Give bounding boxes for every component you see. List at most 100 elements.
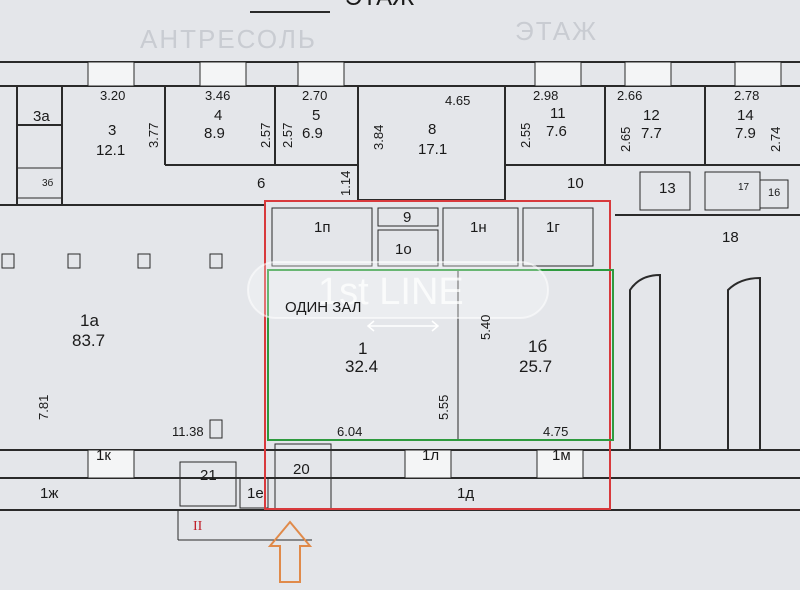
room-17-label: 17 <box>738 182 750 193</box>
room-9-box <box>377 207 439 227</box>
room-8-area: 17.1 <box>418 141 447 158</box>
room-1a-area: 83.7 <box>72 331 105 350</box>
room-13-label: 13 <box>659 180 676 197</box>
room-1d-label: 1д <box>457 485 474 502</box>
dimension-label: 4.65 <box>445 93 470 108</box>
window <box>199 61 247 87</box>
dimension-label: 7.81 <box>36 395 51 420</box>
room-5-area: 6.9 <box>302 125 323 142</box>
room-3-label: 3 <box>108 122 116 139</box>
leased-area-frame <box>264 200 611 510</box>
room-3b-box <box>16 167 63 199</box>
dimension-label: 5.40 <box>478 315 493 340</box>
partition-right-hall <box>629 273 661 450</box>
room-13-box <box>639 171 691 211</box>
room-1b-label: 1б <box>528 337 547 356</box>
single-hall-frame <box>267 269 614 441</box>
room-9-label: 9 <box>403 209 411 226</box>
room-labels: 3а 3 12.1 4 8.9 5 6.9 8 17.1 11 7.6 12 7… <box>33 105 780 502</box>
room-16-box <box>759 179 789 209</box>
partition-right-hall-2 <box>727 276 761 450</box>
window <box>87 449 135 479</box>
dimension-label: 3.20 <box>100 88 125 103</box>
room-17-box <box>704 171 761 211</box>
room-1g-label: 1г <box>546 219 560 236</box>
watermark-badge <box>247 261 549 319</box>
room-21-box <box>179 461 237 507</box>
room-4-area: 8.9 <box>204 125 225 142</box>
room-21-label: 21 <box>200 467 217 484</box>
dimension-labels: 3.20 3.46 2.70 4.65 2.98 2.66 2.78 3.77 … <box>36 88 783 439</box>
window <box>534 61 582 87</box>
dimension-label: 6.04 <box>337 424 362 439</box>
room-3b-label: 3б <box>42 177 54 189</box>
dimension-label: 2.98 <box>533 88 558 103</box>
room-1e-label: 1е <box>247 485 264 502</box>
room-8-label: 8 <box>428 121 436 138</box>
hall-width-arrow-head-right <box>431 320 440 332</box>
dimension-label: 3.77 <box>146 123 161 148</box>
room-1k-label: 1к <box>96 447 111 464</box>
dimension-label: 4.75 <box>543 424 568 439</box>
room-1zh-label: 1ж <box>40 485 58 502</box>
floor-heading: ЭТАЖ <box>345 0 414 11</box>
entrance-arrow-icon <box>267 520 313 583</box>
column <box>209 253 223 269</box>
room-14-area: 7.9 <box>735 125 756 142</box>
window <box>624 61 672 87</box>
room-14-label: 14 <box>737 107 754 124</box>
room-1a-label: 1а <box>80 311 99 330</box>
room-1p-label: 1п <box>314 219 330 236</box>
room-1m-label: 1м <box>552 447 571 464</box>
dimension-label: 2.57 <box>258 123 273 148</box>
dimension-label: 3.46 <box>205 88 230 103</box>
window <box>404 449 452 479</box>
room-1-label: 1 <box>358 339 367 358</box>
dimension-label: 2.78 <box>734 88 759 103</box>
room-1b-area: 25.7 <box>519 357 552 376</box>
dimension-label: 2.57 <box>280 123 295 148</box>
room-12-area: 7.7 <box>641 125 662 142</box>
ghost-text-floor: ЭТАЖ <box>515 16 598 46</box>
room-1l-label: 1л <box>422 447 439 464</box>
dimension-label: 2.55 <box>518 123 533 148</box>
room-12-label: 12 <box>643 107 660 124</box>
room-1g-box <box>522 207 594 267</box>
window <box>734 61 782 87</box>
room-6-label: 6 <box>257 175 265 192</box>
room-16-label: 16 <box>768 187 780 199</box>
room-1n-label: 1н <box>470 219 487 236</box>
hall-caption: ОДИН ЗАЛ <box>285 299 362 316</box>
room-20-label: 20 <box>293 461 310 478</box>
column <box>137 253 151 269</box>
window <box>87 61 135 87</box>
room-3a-label: 3а <box>33 108 50 125</box>
room-3-area: 12.1 <box>96 142 125 159</box>
room-1e-box <box>239 477 269 509</box>
room-1p-box <box>271 207 373 267</box>
room-11-label: 11 <box>550 105 566 122</box>
column <box>209 419 223 439</box>
room-10-label: 10 <box>567 175 584 192</box>
window <box>536 449 584 479</box>
room-1o-box <box>377 229 439 267</box>
hall-width-arrow-head-left <box>366 320 375 332</box>
column <box>1 253 15 269</box>
room-1o-label: 1о <box>395 241 412 258</box>
column <box>67 253 81 269</box>
room-11-area: 7.6 <box>546 123 567 140</box>
room-18-label: 18 <box>722 229 739 246</box>
room-1n-box <box>442 207 519 267</box>
room-5-label: 5 <box>312 107 320 124</box>
window <box>297 61 345 87</box>
dimension-label: 2.74 <box>768 127 783 152</box>
dimension-label: 2.70 <box>302 88 327 103</box>
dimension-label: 2.66 <box>617 88 642 103</box>
ghost-text-mezzanine: АНТРЕСОЛЬ <box>140 24 317 54</box>
dimension-label: 5.55 <box>436 395 451 420</box>
dimension-label: 3.84 <box>371 125 386 150</box>
dimension-label: 2.65 <box>618 127 633 152</box>
room-1-area: 32.4 <box>345 357 378 376</box>
watermark-text: 1st LINE <box>318 271 464 313</box>
